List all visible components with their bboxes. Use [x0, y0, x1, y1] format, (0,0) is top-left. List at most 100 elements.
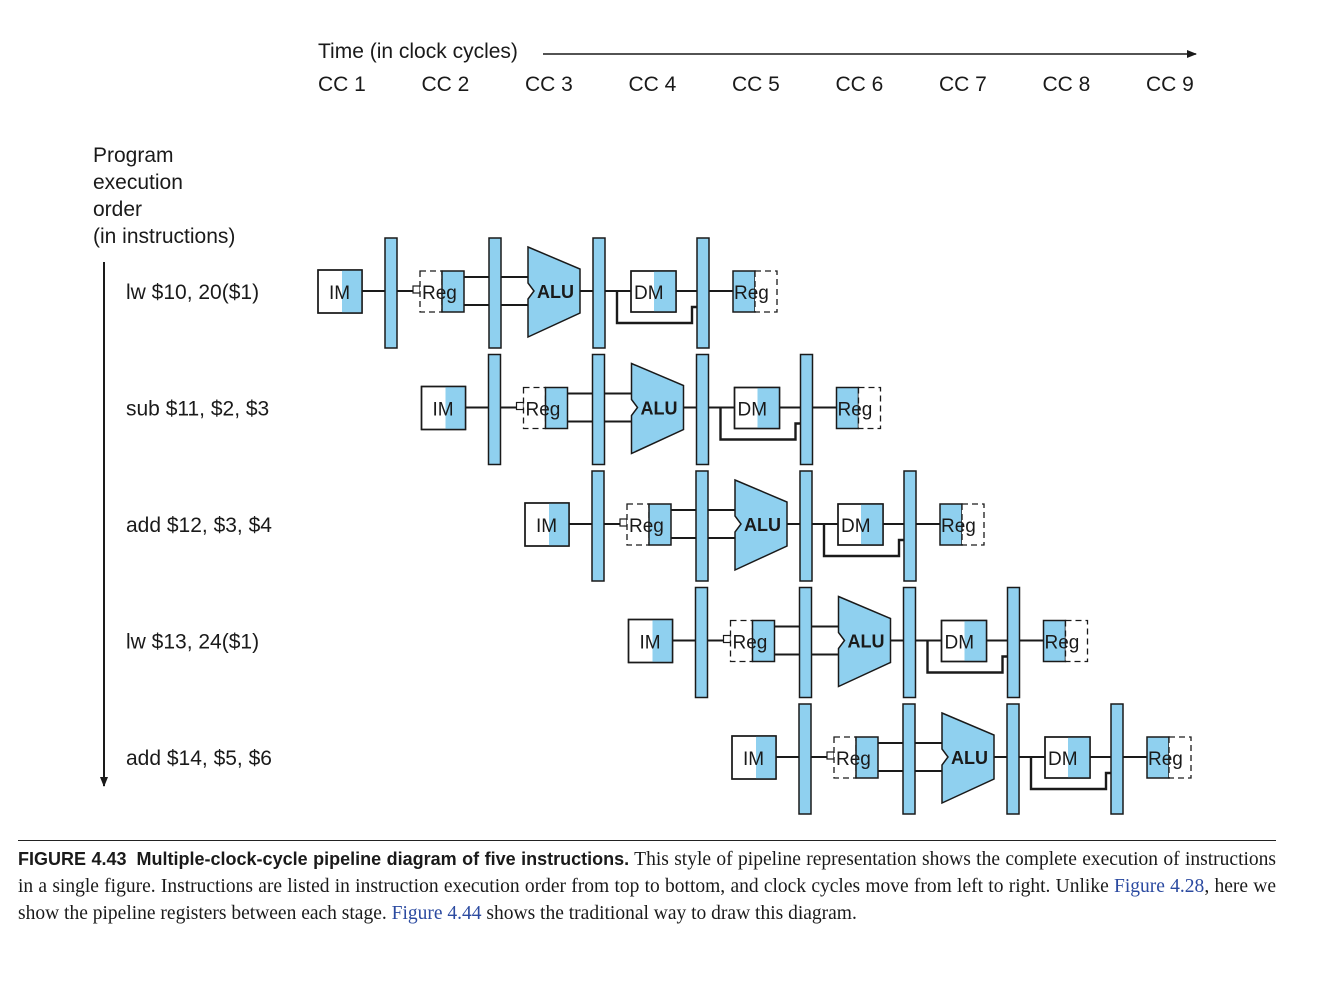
reg-write-port: [412, 285, 421, 294]
wb-reg-label: Reg: [838, 400, 873, 421]
pipeline-register-4: [696, 237, 710, 349]
pipeline-register-2: [488, 237, 502, 349]
wb-reg-box-right: [1064, 619, 1089, 663]
im-box-fill: [445, 386, 466, 430]
cc-label-5: CC 5: [732, 73, 780, 96]
im-box-fill: [652, 619, 673, 663]
dm-bypass-wire: [719, 407, 802, 441]
dm-box-fill: [861, 504, 883, 545]
im-box-border: [627, 618, 674, 664]
pipeline-register-1: [694, 586, 709, 699]
pipeline-register-3: [902, 586, 917, 699]
reg-box-right: [648, 503, 672, 546]
wb-reg-box-right: [754, 270, 778, 313]
pipeline-row-3: IM Reg ALU DM Reg: [524, 470, 985, 582]
figure-4-44-link[interactable]: Figure 4.44: [391, 903, 482, 924]
wb-reg-label: Reg: [734, 283, 769, 304]
im-box-fill: [549, 503, 569, 546]
alu-label: ALU: [537, 282, 574, 302]
dm-label: DM: [945, 633, 975, 654]
wb-reg-label: Reg: [941, 516, 976, 537]
alu-label: ALU: [744, 515, 781, 535]
caption-divider: [18, 840, 1276, 841]
im-label: IM: [329, 283, 350, 304]
alu-shape: [734, 478, 788, 572]
order-axis-label-line-4: (in instructions): [93, 225, 235, 248]
reg-box-right: [751, 619, 776, 663]
alu-label: ALU: [641, 399, 678, 419]
pipeline-register-1: [591, 470, 605, 582]
im-label: IM: [433, 400, 454, 421]
im-box-fill: [342, 270, 362, 313]
alu-label: ALU: [848, 632, 885, 652]
wb-reg-box-right: [1168, 736, 1192, 779]
alu-shape: [941, 711, 995, 805]
reg-write-port: [826, 751, 835, 760]
reg-box-right: [855, 736, 879, 779]
im-box-fill: [756, 736, 776, 779]
instruction-label-5: add $14, $5, $6: [126, 747, 272, 770]
cc-label-4: CC 4: [629, 73, 677, 96]
pipeline-register-2: [695, 470, 709, 582]
dm-bypass-wire: [926, 640, 1009, 674]
pipeline-register-1: [487, 353, 502, 466]
pipeline-register-2: [591, 353, 606, 466]
cc-label-1: CC 1: [318, 73, 366, 96]
reg-label: Reg: [422, 283, 457, 304]
dm-box-fill: [964, 620, 987, 662]
order-axis-label-line-1: Program: [93, 144, 174, 167]
wb-reg-box-right: [857, 386, 882, 430]
time-axis-label: Time (in clock cycles): [318, 40, 518, 63]
cc-label-6: CC 6: [836, 73, 884, 96]
alu-shape: [837, 595, 892, 688]
caption-text-3: shows the traditional way to draw this d…: [481, 903, 857, 924]
dm-box-border: [630, 270, 677, 313]
dm-label: DM: [841, 516, 871, 537]
reg-write-port: [619, 518, 628, 527]
figure-4-28-link[interactable]: Figure 4.28: [1114, 876, 1205, 897]
order-axis-label-line-2: execution: [93, 171, 183, 194]
wb-reg-box-right: [961, 503, 985, 546]
im-label: IM: [640, 633, 661, 654]
caption-text-2: , here we show the pipeline registers be…: [18, 876, 1276, 924]
dm-box-border: [1044, 736, 1091, 779]
cc-label-3: CC 3: [525, 73, 573, 96]
dm-bypass-wire: [822, 524, 905, 558]
pipeline-register-4: [1006, 586, 1021, 699]
pipeline-register-4: [903, 470, 917, 582]
im-box-border: [317, 269, 363, 314]
wb-reg-label: Reg: [1148, 749, 1183, 770]
alu-shape: [630, 362, 685, 455]
cc-label-9: CC 9: [1146, 73, 1194, 96]
cc-label-7: CC 7: [939, 73, 987, 96]
pipeline-register-3: [1006, 703, 1020, 815]
reg-label: Reg: [629, 516, 664, 537]
pipeline-register-1: [798, 703, 812, 815]
reg-label: Reg: [526, 400, 561, 421]
instruction-label-3: add $12, $3, $4: [126, 514, 272, 537]
pipeline-register-4: [799, 353, 814, 466]
dm-box-fill: [654, 271, 676, 312]
cc-label-2: CC 2: [422, 73, 470, 96]
reg-label: Reg: [733, 633, 768, 654]
caption-text-1: This style of pipeline representation sh…: [18, 849, 1277, 897]
clock-cycle-labels: CC 1 CC 2 CC 3 CC 4 CC 5 CC 6 CC 7 CC 8 CC 9: [318, 73, 1194, 96]
im-label: IM: [536, 516, 557, 537]
reg-label: Reg: [836, 749, 871, 770]
pipeline-register-3: [695, 353, 710, 466]
pipeline-register-4: [1110, 703, 1124, 815]
instruction-label-1: lw $10, 20($1): [126, 281, 259, 304]
cc-label-8: CC 8: [1043, 73, 1091, 96]
dm-bypass-wire: [615, 291, 698, 325]
pipeline-register-2: [902, 703, 916, 815]
dm-box-border: [837, 503, 884, 546]
dm-bypass-wire: [1029, 757, 1112, 791]
pipeline-register-3: [799, 470, 813, 582]
reg-box-right: [441, 270, 465, 313]
